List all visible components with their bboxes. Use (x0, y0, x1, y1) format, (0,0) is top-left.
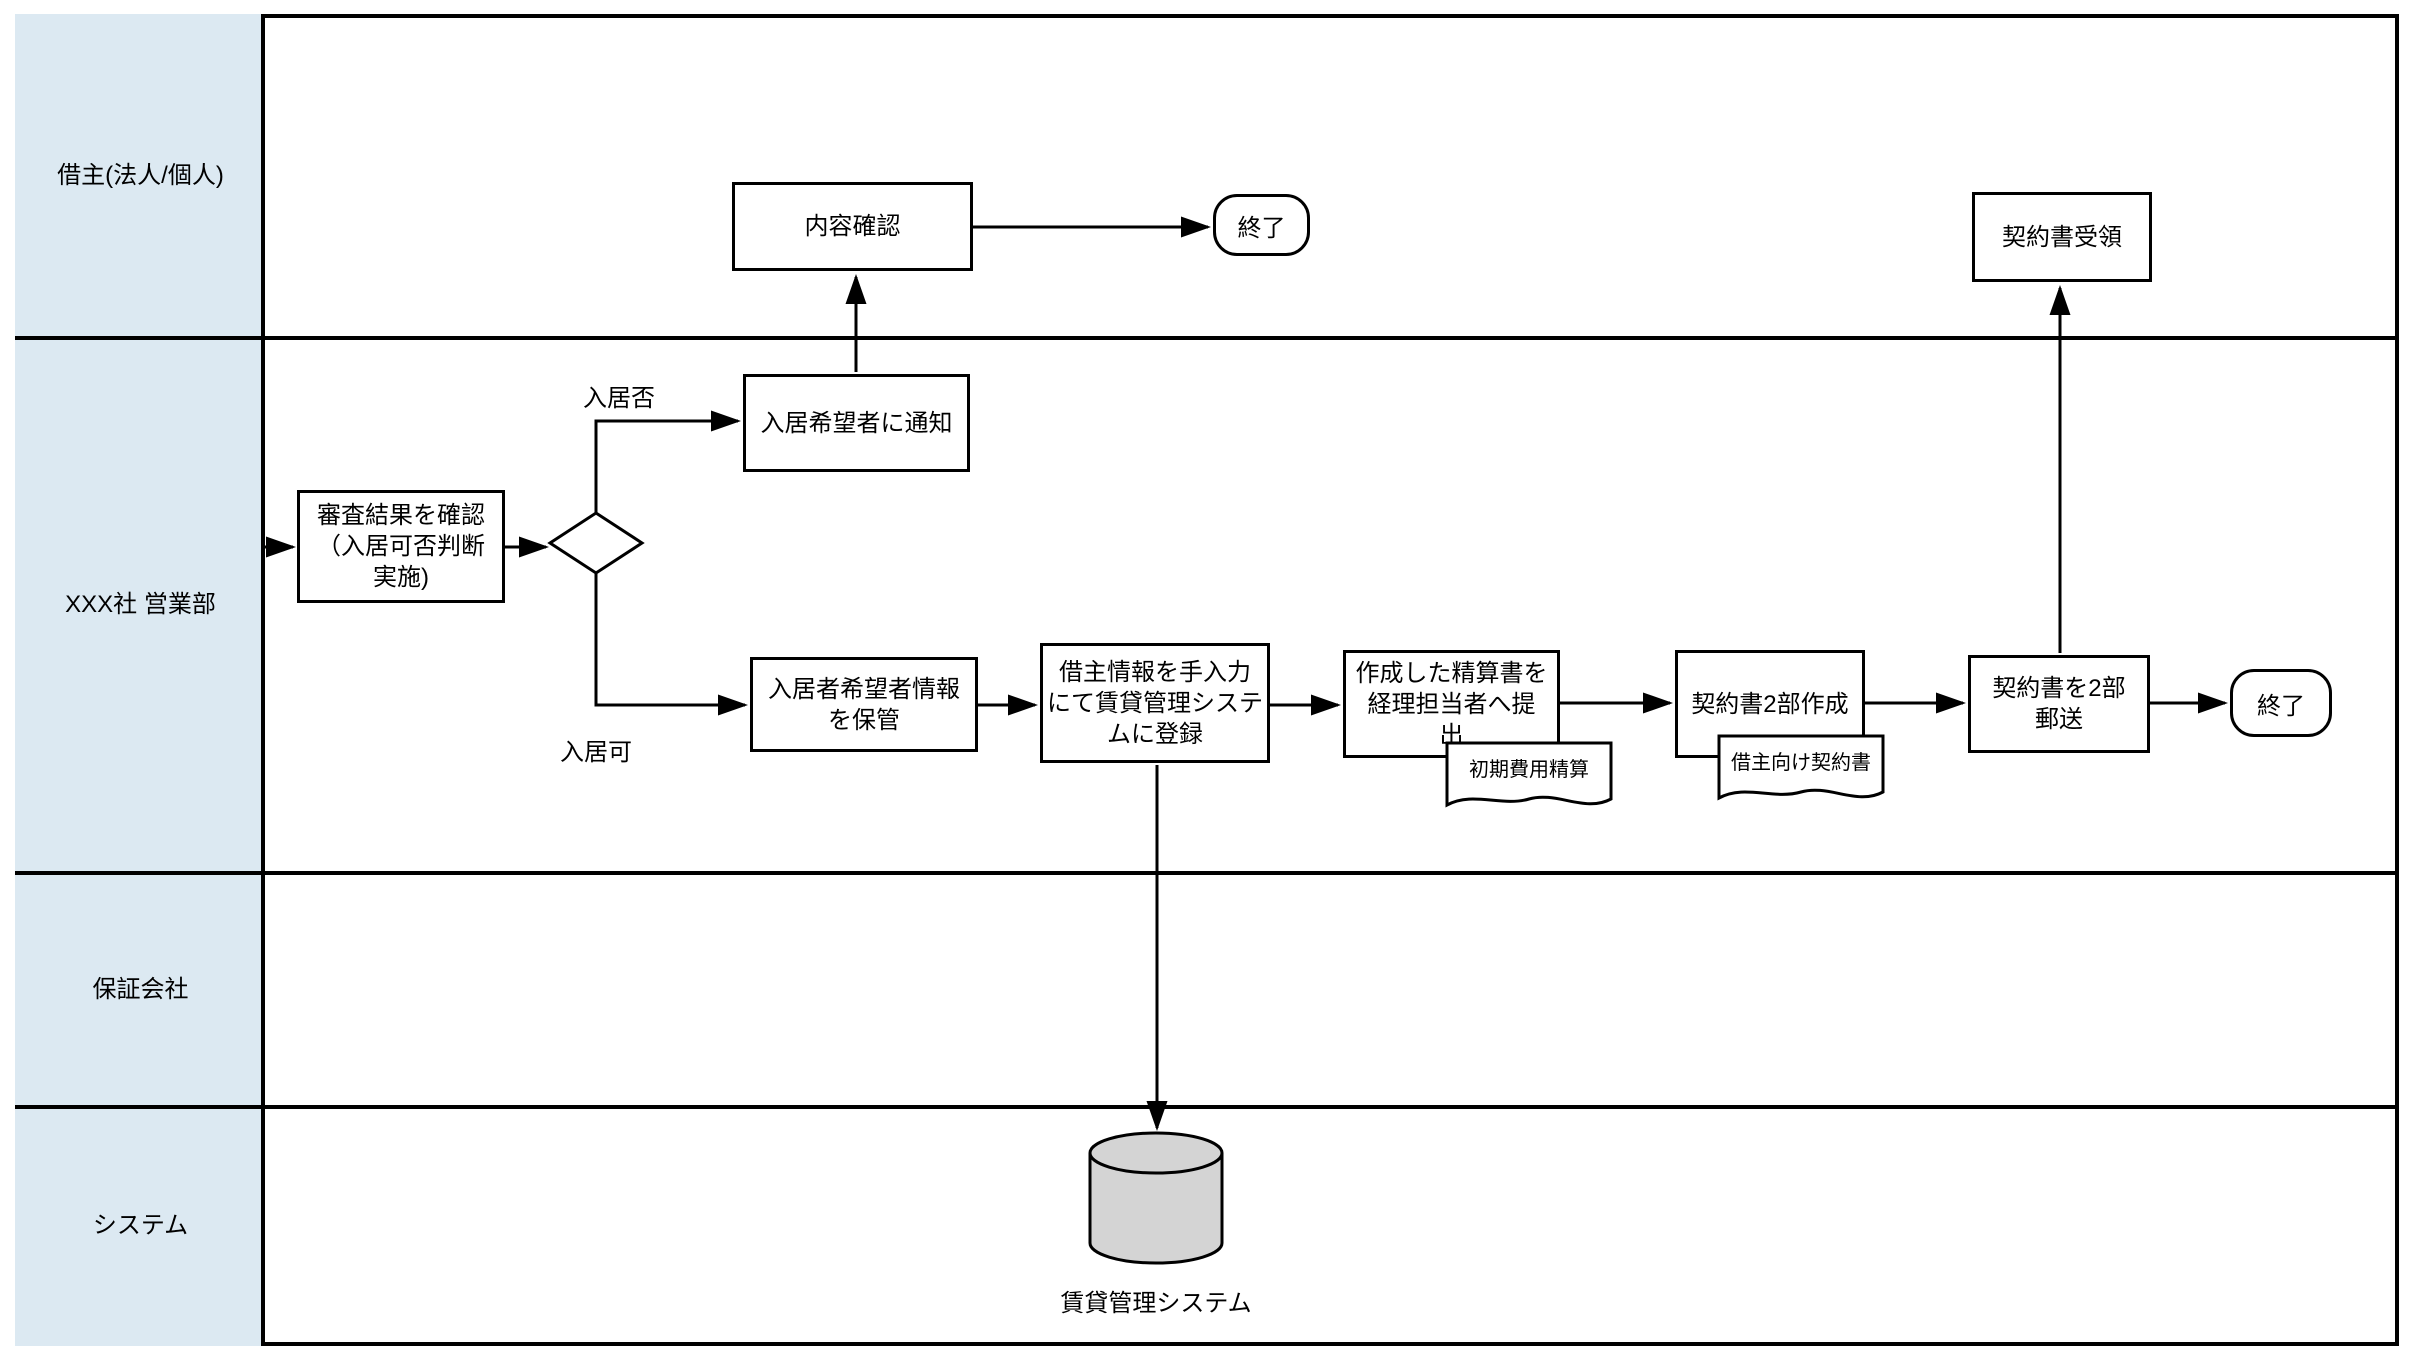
arrow-decision-reject-to-notify (594, 410, 741, 513)
datastore-cylinder (1088, 1131, 1224, 1265)
document-initial-cost-label: 初期費用精算 (1469, 759, 1589, 781)
node-receive-contract: 契約書受領 (1972, 192, 2152, 282)
lane-label-borrower: 借主(法人/個人) (57, 162, 224, 189)
lane-label-system: システム (92, 1212, 189, 1239)
node-submit-settlement: 作成した精算書を 経理担当者へ提 出 (1343, 650, 1560, 758)
node-end-top: 終了 (1213, 194, 1310, 256)
document-shape (1445, 741, 1613, 808)
lane-header-column (15, 14, 265, 1346)
lane-label-sales: XXX社 営業部 (65, 591, 216, 618)
node-check-result: 審査結果を確認 （入居可否判断 実施) (297, 490, 505, 603)
node-register-system: 借主情報を手入力 にて賃貸管理システ ムに登録 (1040, 643, 1270, 763)
edge-label-approve: 入居可 (560, 739, 632, 766)
document-borrower-contract-label: 借主向け契約書 (1731, 752, 1871, 774)
datastore-top (1088, 1131, 1224, 1175)
node-mail-contract: 契約書を2部 郵送 (1968, 655, 2150, 753)
datastore-label: 賃貸管理システム (1060, 1290, 1252, 1317)
document-shape (1717, 734, 1885, 801)
lane-label-guarantor: 保証会社 (92, 976, 189, 1003)
lane-divider-3 (15, 1105, 2399, 1109)
document-initial-cost: 初期費用精算 (1445, 741, 1613, 815)
lane-divider-1 (15, 336, 2399, 340)
node-notify-applicant: 入居希望者に通知 (743, 374, 970, 472)
lane-divider-2 (15, 871, 2399, 875)
datastore-body (1088, 1153, 1224, 1265)
edge-label-reject: 入居否 (583, 385, 655, 412)
node-store-info: 入居者希望者情報 を保管 (750, 657, 978, 752)
document-borrower-contract: 借主向け契約書 (1717, 734, 1885, 808)
decision-diamond (547, 511, 645, 575)
node-confirm-content: 内容確認 (732, 182, 973, 271)
node-end-right: 終了 (2230, 669, 2332, 737)
arrow-decision-approve-to-store (594, 573, 748, 716)
